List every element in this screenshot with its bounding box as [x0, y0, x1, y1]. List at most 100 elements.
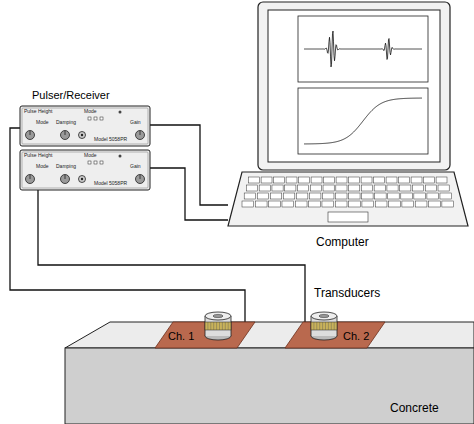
- signal-cable: [150, 168, 228, 220]
- mode-indicator: [100, 117, 103, 120]
- key: [259, 185, 270, 191]
- mode-indicator: [100, 161, 103, 164]
- pulser-case: [20, 150, 150, 190]
- key: [375, 201, 387, 207]
- key: [335, 201, 347, 207]
- waveform-panel: [298, 16, 428, 82]
- channel-label: Ch. 2: [343, 330, 369, 342]
- key: [282, 201, 294, 207]
- power-led: [119, 111, 122, 114]
- key: [429, 201, 441, 207]
- panel-label: Damping: [56, 164, 76, 170]
- key: [415, 201, 427, 207]
- knob: [61, 131, 70, 140]
- knob: [136, 131, 145, 140]
- key: [274, 177, 285, 183]
- key: [361, 185, 372, 191]
- key: [374, 177, 385, 183]
- key: [299, 177, 310, 183]
- panel-label: Mode: [84, 109, 97, 115]
- key: [272, 185, 283, 191]
- part-label: Transducers: [314, 287, 380, 300]
- device-title: Computer: [316, 236, 369, 249]
- key: [323, 193, 334, 199]
- concrete-front-face: [65, 348, 474, 424]
- key: [296, 193, 307, 199]
- mode-indicator: [88, 161, 91, 164]
- laptop-lid: [258, 2, 450, 170]
- bnc-pin: [81, 178, 83, 180]
- key: [270, 193, 281, 199]
- curve-panel: [298, 88, 428, 154]
- panel-label: Mode: [84, 153, 97, 159]
- key: [242, 201, 254, 207]
- key: [349, 177, 360, 183]
- key: [362, 193, 373, 199]
- key: [361, 177, 372, 183]
- key: [374, 185, 385, 191]
- key: [324, 177, 335, 183]
- key: [286, 177, 297, 183]
- signal-cable: [150, 125, 228, 205]
- panel-label: Mode: [36, 120, 49, 126]
- bnc-connector: [79, 176, 86, 183]
- power-led: [119, 155, 122, 158]
- panel-label: Gain: [130, 120, 141, 126]
- transducer: [311, 312, 337, 340]
- touchpad: [328, 212, 368, 222]
- bnc-connector: [79, 132, 86, 139]
- key: [249, 177, 260, 183]
- key: [309, 193, 320, 199]
- ultrasonic-waveform: [304, 31, 422, 67]
- knob-mark: [65, 175, 66, 179]
- key: [285, 185, 296, 191]
- panel-label: Pulse Height: [24, 153, 52, 159]
- device-title: Pulser/Receiver: [32, 89, 110, 101]
- key: [336, 177, 347, 183]
- key: [440, 193, 451, 199]
- knob: [136, 175, 145, 184]
- mode-indicator: [88, 117, 91, 120]
- pulser-receiver: Pulse HeightModeModeDampingGainModel 505…: [20, 150, 150, 190]
- key: [424, 177, 435, 183]
- panel-label: Damping: [56, 120, 76, 126]
- key: [349, 185, 360, 191]
- key: [442, 201, 454, 207]
- key: [244, 193, 255, 199]
- key: [349, 201, 361, 207]
- key: [336, 193, 347, 199]
- key: [295, 201, 307, 207]
- computer: Computer: [228, 2, 468, 228]
- key: [414, 193, 425, 199]
- panel-label: Model 5058PR: [94, 181, 127, 187]
- key: [411, 177, 422, 183]
- knob-mark: [140, 175, 141, 179]
- computer-outline: [228, 2, 468, 228]
- key: [310, 185, 321, 191]
- key: [322, 201, 334, 207]
- pulser-bevel: [22, 152, 148, 188]
- result-curve: [304, 98, 422, 144]
- key: [298, 185, 309, 191]
- knob-mark: [30, 175, 31, 179]
- key: [387, 185, 398, 191]
- knob: [26, 131, 35, 140]
- panel-label: Pulse Height: [24, 109, 52, 115]
- key: [269, 201, 281, 207]
- key: [388, 193, 399, 199]
- pulser-receiver: Pulser/ReceiverPulse HeightModeModeDampi…: [20, 106, 150, 146]
- key: [349, 193, 360, 199]
- key: [311, 177, 322, 183]
- pulser-case: [20, 106, 150, 146]
- key: [261, 177, 272, 183]
- key: [438, 185, 449, 191]
- concrete-block: ConcreteCh. 1Ch. 2: [60, 318, 474, 424]
- channel-label: Ch. 1: [168, 330, 194, 342]
- key: [425, 185, 436, 191]
- key: [283, 193, 294, 199]
- coupling-pad: Ch. 1: [155, 322, 255, 348]
- coupling-pad: Ch. 2: [285, 322, 385, 348]
- key: [389, 201, 401, 207]
- key: [402, 201, 414, 207]
